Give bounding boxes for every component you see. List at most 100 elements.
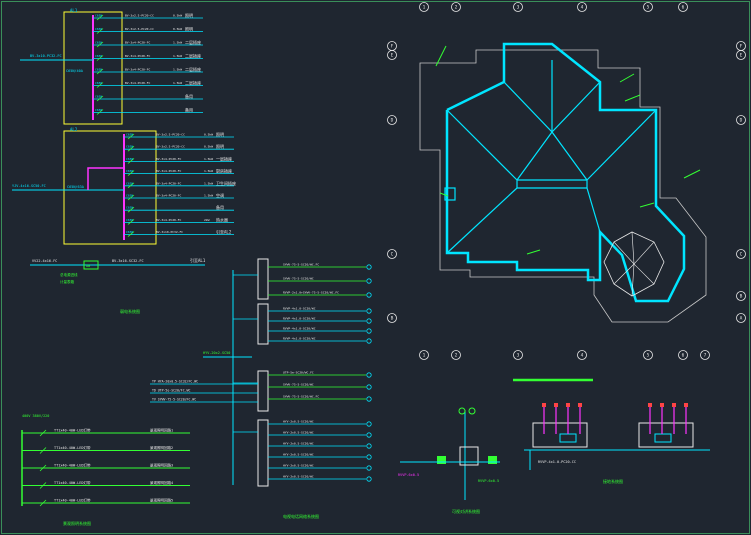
axis-top-bubble [678,2,688,12]
wc-outlet-icon [366,328,372,334]
panel-mid-row-breaker-symbol [127,219,135,225]
axis-top-bubble [419,2,429,12]
weak-current-system: HYV-20x2-SC50 弱电系统图 SYWV-75-5-SC20/WC.FC… [120,258,372,519]
plan-ridge-2 [586,109,657,181]
lighting-rows: TT1x40-40W-LED灯带景观照明回路1TT1x40-40W-LED灯带景… [22,428,190,507]
panel-top-row-cb-text: C65N [95,54,102,58]
lighting-row-text: TT1x40-40W-LED灯带 [54,480,91,485]
wc-line-label: HYV-2x0.5-SC20/WC [283,420,314,424]
grounding-diagram: RVVP-4x1.0-PC20-CC 接地系统图 [524,403,710,484]
plan-ridge-10 [551,131,588,181]
panel-mid-row-desc-text: 照明 [216,132,224,137]
panel-top-row-breaker-symbol [96,14,104,21]
wc-trunk-label: HYV-20x2-SC50 [203,351,230,355]
panel-mid-row-desc-text: 卫生间插座 [216,180,236,186]
panel-top-row-load-text: 0.5kW [173,14,182,18]
panel-top-row-load-text: 0.5kW [173,27,182,31]
axis-top-bubble [577,2,587,12]
feeder-box-label: AW [86,264,91,268]
feeder-left-label: VV22-4x16-FC [32,259,57,263]
grounding-tap-head [554,403,558,407]
panel-top-row-desc-text: 二层插座 [185,53,201,59]
axis-left-bubble-label: E [391,53,394,59]
panel-mid-row-load-text: 0.5kW [204,145,213,149]
plan-turret-r2 [633,241,655,265]
panel-mid-row-cable-text: BV-3x4-PC20-FC [156,218,181,222]
wc-outlet-icon [366,308,372,314]
panel-mid-id: AL2 [70,127,78,132]
plan-ridge-13 [551,81,601,133]
panel-top-row-cable-text: BV-3x4-PC20-FC [125,41,150,45]
intercom-top-node [458,407,466,415]
panel-top-row-cb-text: C65N [95,14,102,18]
axis-top-bubble-label: 3 [517,5,520,11]
lighting-switch-symbol [39,464,47,472]
wc-output-lines: SYWV-75-5-SC20/WC.FC SYWV-75-5-SC20/WC RVV… [233,263,372,482]
panel-mid-row-cable-text: BV-3x4-PC20-FC [156,181,181,185]
wc-line-label: RVVP-4x1.0-SC20/WC [283,327,316,331]
wc-line-label: SYWV-75-5-SC20/WC.FC [283,395,319,399]
wc-side-label: TV SYWV-75-5-SC20/FC.WC [152,398,196,402]
grounding-taps [542,403,688,434]
plan-marker-6 [526,249,541,255]
panel-mid-row-breaker-symbol [127,182,135,189]
wc-outlet-icon [366,465,372,471]
feeder-note1: 总电源进线 [60,272,78,277]
axis-bottom-bubble-label: 2 [455,353,458,359]
panel-mid-row-load-text: 1.5kW [204,181,213,185]
wc-line-label: SYWV-75-5-SC20/WC [283,383,314,387]
axis-right-bubble-label: E [740,53,743,59]
panel-mid-row-cb-text: C65N [126,230,133,234]
axis-top-bubble-label: 2 [455,5,458,11]
axis-top-bubble-label: 4 [581,5,584,11]
panel-mid-row-cb-text: C65N [126,194,133,198]
panel-mid-row-cb-text: C65N [126,206,133,210]
wc-line-label: SYWV-75-5-SC20/WC.FC [283,263,319,267]
panel-mid-row-desc-text: 照明 [216,144,224,149]
panel-top-row-breaker-symbol [96,109,104,115]
lighting-switch-symbol [39,482,47,489]
lighting-row-label: 景观照明回路4 [150,480,173,485]
plan-ridge-3 [446,187,518,254]
feeder-line: AW VV22-4x16-FC BV-3x16-SC32-FC 引至AL1 总电… [30,257,206,284]
panel-mid-row-load-text: 2kW [204,218,210,222]
panel-top-row-cable-text: BV-3x4-PC20-FC [125,81,150,85]
grounding-tap-head [660,403,664,407]
lighting-row-label: 景观照明回路3 [150,463,173,468]
grounding-box-right [638,422,694,448]
axis-left-bubble [387,50,397,60]
panel-mid-row-load-text: 0.5kW [204,133,213,137]
panel-top-row-cb-text: C65N [95,27,102,31]
plan-marker-4 [683,169,701,179]
lighting-row-label: 景观照明回路2 [150,445,173,450]
axis-right-bubble-label: D [740,118,743,124]
wc-outlet-icon [366,292,372,298]
panel-top-row-load-text: 1.5kW [173,81,182,85]
axis-top-bubble [451,2,461,12]
panel-top-frame [63,11,123,125]
plan-roof-outer [445,42,686,303]
axis-bottom-bubble [700,350,710,360]
grounding-tap-head [542,403,546,407]
plan-ridge-9 [516,131,553,181]
axis-right-bubble [736,313,746,323]
wc-outlet-icon [366,432,372,438]
axis-top-bubble-label: 6 [682,5,685,11]
panel-mid-riser [87,167,124,190]
wc-line-label: HYV-2x0.5-SC20/WC [283,442,314,446]
panel-top-row-cable-text: BV-3x4-PC20-FC [125,54,150,58]
panel-mid-row-breaker-symbol [127,170,135,176]
axis-right-bubble-label: F [740,44,743,50]
lighting-row-text: TT1x40-40W-LED灯带 [54,445,91,450]
panel-mid-row-desc-text: 空调 [216,192,224,198]
panel-mid-row-desc-text: 引至AL2 [216,229,232,235]
axis-top-bubble [513,2,523,12]
wc-line-label: RVVP-4x1.0-SC20/WC [283,337,316,341]
panel-mid-row-cb-text: C65N [126,169,133,173]
lighting-switch-symbol [39,447,47,454]
axis-bottom-bubble [577,350,587,360]
wc-line-label: RVVP-4x1.0-SC20/WC [283,307,316,311]
axis-bottom-bubble-label: 5 [647,353,650,359]
